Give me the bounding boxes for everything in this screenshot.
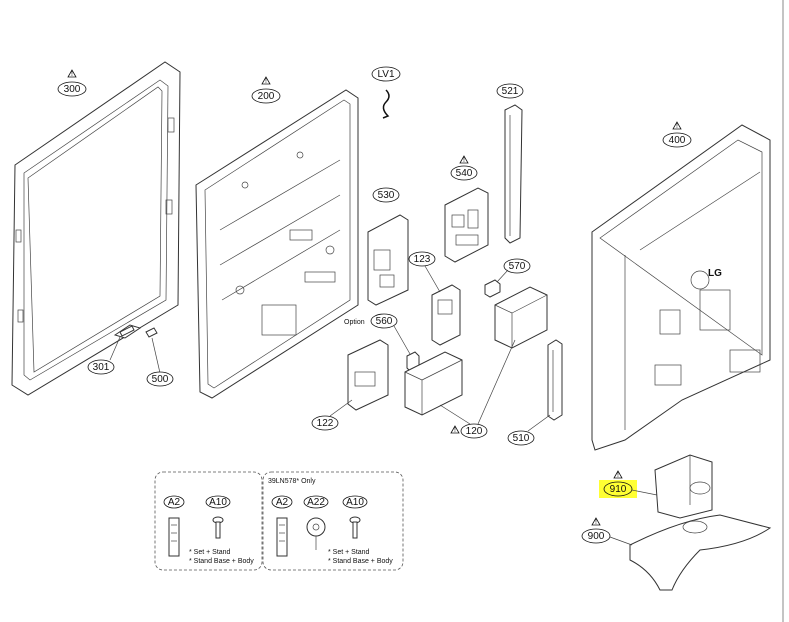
warning-triangle-400-icon: ! <box>672 121 682 130</box>
callout-120-bubble <box>460 423 488 439</box>
callout-540-bubble <box>450 165 478 181</box>
hw-right-note1: * Set + Stand <box>328 549 370 556</box>
callout-521: 521 <box>502 86 519 97</box>
warning-triangle-910-icon: ! <box>613 470 623 479</box>
callout-200-bubble <box>251 88 281 104</box>
hw-right-note2: * Stand Base + Body <box>328 558 393 565</box>
hw-right-a2-bracket-icon <box>276 517 288 557</box>
hw-left-a2-bubble <box>163 495 185 509</box>
warning-triangle-200-icon: ! <box>261 76 271 85</box>
hw-right-a10-bubble <box>342 495 368 509</box>
part-301-bracket <box>113 324 142 339</box>
hw-right-a22-washer-icon <box>306 517 326 550</box>
svg-text:!: ! <box>463 157 465 164</box>
callout-200: 200 <box>258 91 275 102</box>
callout-560-bubble <box>370 313 398 329</box>
callout-400: 400 <box>669 135 686 146</box>
part-510-strip <box>547 339 563 421</box>
svg-text:!: ! <box>617 472 619 479</box>
part-521-bracket <box>504 104 523 244</box>
callout-120: 120 <box>466 426 483 437</box>
svg-text:!: ! <box>265 78 267 85</box>
callout-122: 122 <box>317 418 334 429</box>
part-540-main-board <box>444 187 489 263</box>
part-300-front-frame <box>11 61 181 396</box>
hw-right-a2-bubble <box>271 495 293 509</box>
part-lv1-cable <box>382 89 390 119</box>
svg-text:!: ! <box>71 71 73 78</box>
callout-lv1-bubble <box>371 66 401 82</box>
hw-left-note2: * Stand Base + Body <box>189 558 254 565</box>
callout-500: 500 <box>152 374 169 385</box>
part-400-back-cover <box>591 124 771 451</box>
callout-lv1: LV1 <box>377 69 394 80</box>
callout-510: 510 <box>513 433 530 444</box>
option-label: Option <box>344 319 365 326</box>
hw-right-a22-bubble <box>303 495 329 509</box>
callout-910: 910 <box>610 484 627 495</box>
callout-301: 301 <box>93 362 110 373</box>
callout-570-bubble <box>503 258 531 274</box>
part-120-speaker-left <box>404 351 463 416</box>
part-123-board <box>431 284 461 346</box>
part-530-board <box>367 214 409 306</box>
hw-right-a10-screw-icon <box>349 516 361 539</box>
callout-521-bubble <box>496 83 524 99</box>
hw-left-a10: A10 <box>209 497 227 508</box>
callout-910-highlight <box>599 480 637 498</box>
hw-right-a2: A2 <box>276 497 289 508</box>
part-500-clip <box>145 327 158 338</box>
part-910-stand-neck <box>654 454 713 519</box>
callout-123-bubble <box>408 251 436 267</box>
hardware-box-left <box>154 471 263 571</box>
warning-triangle-300-icon: ! <box>67 69 77 78</box>
part-200-backplate <box>195 89 359 399</box>
part-900-stand-base <box>629 514 772 591</box>
callout-900-bubble <box>581 528 611 544</box>
callout-300-bubble <box>57 81 87 97</box>
part-120-speaker-right <box>494 286 548 349</box>
svg-text:!: ! <box>454 427 456 434</box>
hw-left-a10-screw-icon <box>212 516 224 539</box>
hw-left-a2: A2 <box>168 497 181 508</box>
svg-text:!: ! <box>676 123 678 130</box>
callout-500-bubble <box>146 371 174 387</box>
warning-triangle-540-icon: ! <box>459 155 469 164</box>
callout-910-bubble <box>603 481 633 497</box>
hw-right-a10: A10 <box>346 497 364 508</box>
callout-510-bubble <box>507 430 535 446</box>
callout-123: 123 <box>414 254 431 265</box>
callout-400-bubble <box>662 132 692 148</box>
hardware-box-right <box>262 471 404 571</box>
part-122-board <box>347 339 389 411</box>
warning-triangle-120-icon: ! <box>450 425 460 434</box>
callout-301-bubble <box>87 359 115 375</box>
callout-122-bubble <box>311 415 339 431</box>
callout-300: 300 <box>64 84 81 95</box>
callout-900: 900 <box>588 531 605 542</box>
hw-right-title: 39LN578* Only <box>268 478 316 485</box>
callout-560: 560 <box>376 316 393 327</box>
callout-530: 530 <box>378 190 395 201</box>
hw-left-a2-bracket-icon <box>168 517 180 557</box>
warning-triangle-900-icon: ! <box>591 517 601 526</box>
callout-570: 570 <box>509 261 526 272</box>
callout-530-bubble <box>372 187 400 203</box>
hw-right-a22: A22 <box>307 497 325 508</box>
hw-left-a10-bubble <box>205 495 231 509</box>
hw-left-note1: * Set + Stand <box>189 549 231 556</box>
svg-text:!: ! <box>595 519 597 526</box>
callout-540: 540 <box>456 168 473 179</box>
part-570-chip <box>484 279 501 298</box>
brand-logo: LG <box>708 268 722 279</box>
